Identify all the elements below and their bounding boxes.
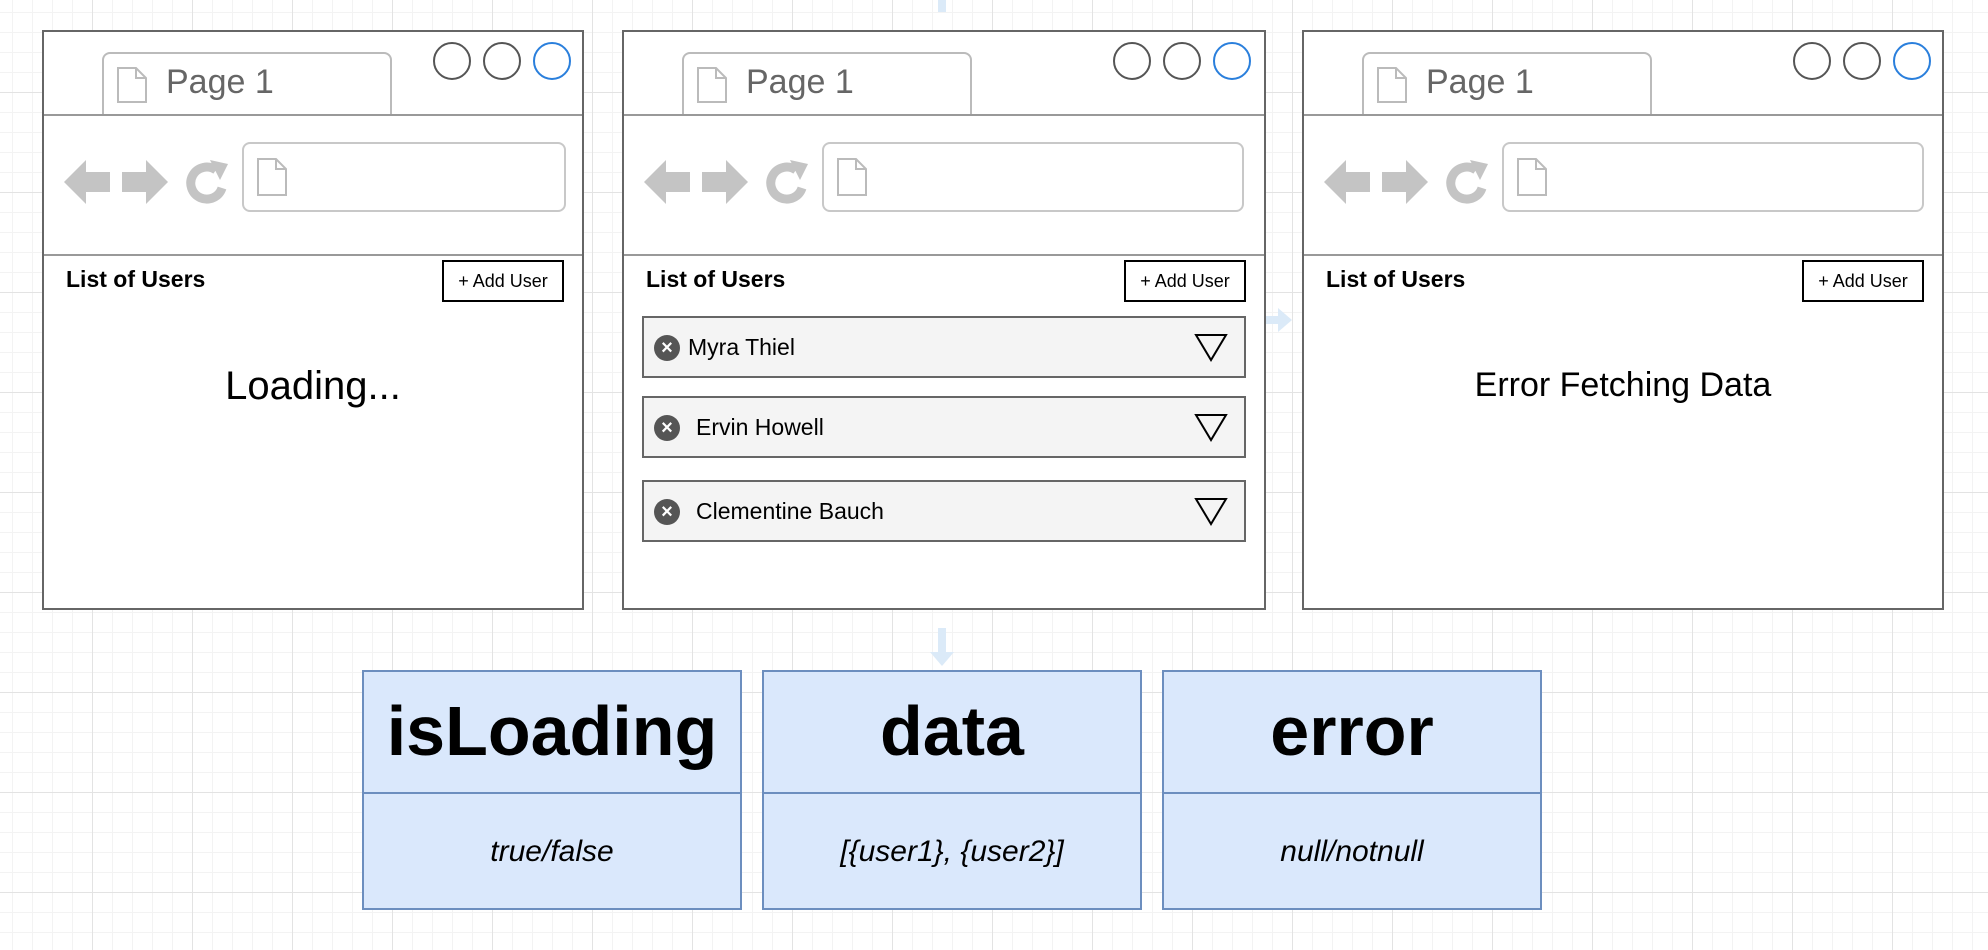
state-name: isLoading [364, 672, 740, 794]
connector-arrow-top [938, 0, 946, 12]
browser-window-loading: Page 1 List of Users + Add User Loading.… [42, 30, 584, 610]
window-control-circle-active[interactable] [1213, 42, 1251, 80]
tab-title: Page 1 [746, 63, 854, 101]
document-icon [1377, 67, 1407, 103]
back-arrow-icon[interactable] [64, 158, 110, 206]
list-heading: List of Users [646, 266, 786, 292]
browser-tab[interactable]: Page 1 [102, 52, 392, 114]
browser-window-error: Page 1 List of Users + Add User Error Fe… [1302, 30, 1944, 610]
navigation-bar [624, 114, 1264, 256]
connector-arrow-bottom [938, 628, 946, 654]
browser-window-data: Page 1 List of Users + Add User × Myra T… [622, 30, 1266, 610]
reload-icon[interactable] [1446, 158, 1488, 206]
reload-icon[interactable] [186, 158, 228, 206]
state-name: error [1164, 672, 1540, 794]
tab-title: Page 1 [1426, 63, 1534, 101]
tab-bar: Page 1 [624, 32, 1264, 116]
user-list-item[interactable]: × Clementine Bauch [642, 480, 1246, 542]
dropdown-triangle-icon[interactable] [1194, 412, 1228, 442]
remove-icon[interactable]: × [654, 499, 680, 525]
state-box-data: data [{user1}, {user2}] [762, 670, 1142, 910]
connector-arrowhead-bottom [930, 652, 954, 666]
dropdown-triangle-icon[interactable] [1194, 332, 1228, 362]
user-name: Myra Thiel [688, 334, 795, 360]
navigation-bar [1304, 114, 1942, 256]
back-arrow-icon[interactable] [644, 158, 690, 206]
state-name: data [764, 672, 1140, 794]
address-bar[interactable] [242, 142, 566, 212]
add-user-button[interactable]: + Add User [442, 260, 564, 302]
document-icon [257, 158, 287, 196]
state-value: true/false [490, 835, 614, 868]
window-control-circle[interactable] [1793, 42, 1831, 80]
document-icon [1517, 158, 1547, 196]
error-message: Error Fetching Data [1474, 366, 1772, 404]
browser-tab[interactable]: Page 1 [1362, 52, 1652, 114]
reload-icon[interactable] [766, 158, 808, 206]
loading-message: Loading... [225, 364, 401, 408]
tab-title: Page 1 [166, 63, 274, 101]
window-control-circle[interactable] [1843, 42, 1881, 80]
forward-arrow-icon[interactable] [122, 158, 168, 206]
list-heading: List of Users [66, 266, 206, 292]
connector-arrowhead-middle [1278, 308, 1292, 332]
page-content: List of Users + Add User × Myra Thiel × … [624, 254, 1264, 608]
document-icon [117, 67, 147, 103]
window-control-circle-active[interactable] [1893, 42, 1931, 80]
dropdown-triangle-icon[interactable] [1194, 496, 1228, 526]
state-value: [{user1}, {user2}] [840, 835, 1064, 868]
window-control-circle[interactable] [1113, 42, 1151, 80]
user-list-item[interactable]: × Ervin Howell [642, 396, 1246, 458]
document-icon [837, 158, 867, 196]
window-control-circle[interactable] [483, 42, 521, 80]
page-content: List of Users + Add User Error Fetching … [1304, 254, 1942, 608]
state-box-isloading: isLoading true/false [362, 670, 742, 910]
user-name: Ervin Howell [696, 414, 824, 440]
user-name: Clementine Bauch [696, 498, 884, 524]
back-arrow-icon[interactable] [1324, 158, 1370, 206]
list-heading: List of Users [1326, 266, 1466, 292]
remove-icon[interactable]: × [654, 335, 680, 361]
remove-icon[interactable]: × [654, 415, 680, 441]
forward-arrow-icon[interactable] [1382, 158, 1428, 206]
add-user-button[interactable]: + Add User [1124, 260, 1246, 302]
browser-tab[interactable]: Page 1 [682, 52, 972, 114]
user-list-item[interactable]: × Myra Thiel [642, 316, 1246, 378]
window-control-circle[interactable] [1163, 42, 1201, 80]
state-value: null/notnull [1280, 835, 1424, 868]
page-content: List of Users + Add User Loading... [44, 254, 582, 608]
add-user-button[interactable]: + Add User [1802, 260, 1924, 302]
address-bar[interactable] [822, 142, 1244, 212]
tab-bar: Page 1 [1304, 32, 1942, 116]
document-icon [697, 67, 727, 103]
tab-bar: Page 1 [44, 32, 582, 116]
forward-arrow-icon[interactable] [702, 158, 748, 206]
state-box-error: error null/notnull [1162, 670, 1542, 910]
connector-arrow-middle [1262, 316, 1280, 324]
window-control-circle-active[interactable] [533, 42, 571, 80]
address-bar[interactable] [1502, 142, 1924, 212]
window-control-circle[interactable] [433, 42, 471, 80]
navigation-bar [44, 114, 582, 256]
